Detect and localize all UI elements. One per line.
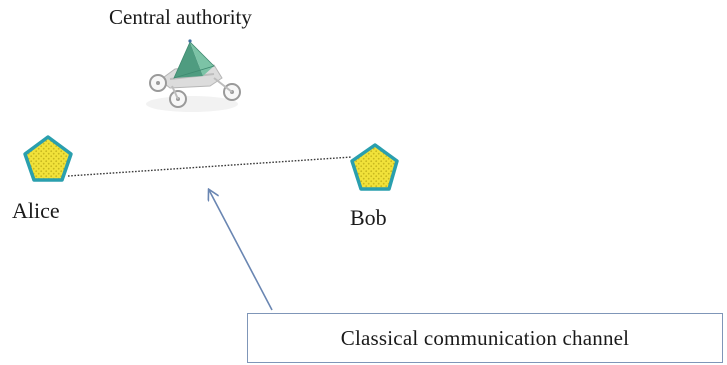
tetrahedron-icon bbox=[173, 39, 215, 79]
wheel-icon bbox=[149, 74, 167, 92]
central-authority-label: Central authority bbox=[109, 5, 252, 29]
alice-pentagon-icon bbox=[23, 135, 73, 182]
channel-line bbox=[67, 156, 353, 177]
bob-label: Bob bbox=[350, 205, 387, 230]
channel-label: Classical communication channel bbox=[340, 325, 630, 350]
alice-label: Alice bbox=[12, 198, 60, 223]
bob-pentagon-icon bbox=[350, 143, 399, 191]
central-authority-icon bbox=[146, 39, 241, 112]
pointer-arrow bbox=[209, 190, 273, 311]
channel-callout-box: Classical communication channel bbox=[247, 313, 723, 363]
